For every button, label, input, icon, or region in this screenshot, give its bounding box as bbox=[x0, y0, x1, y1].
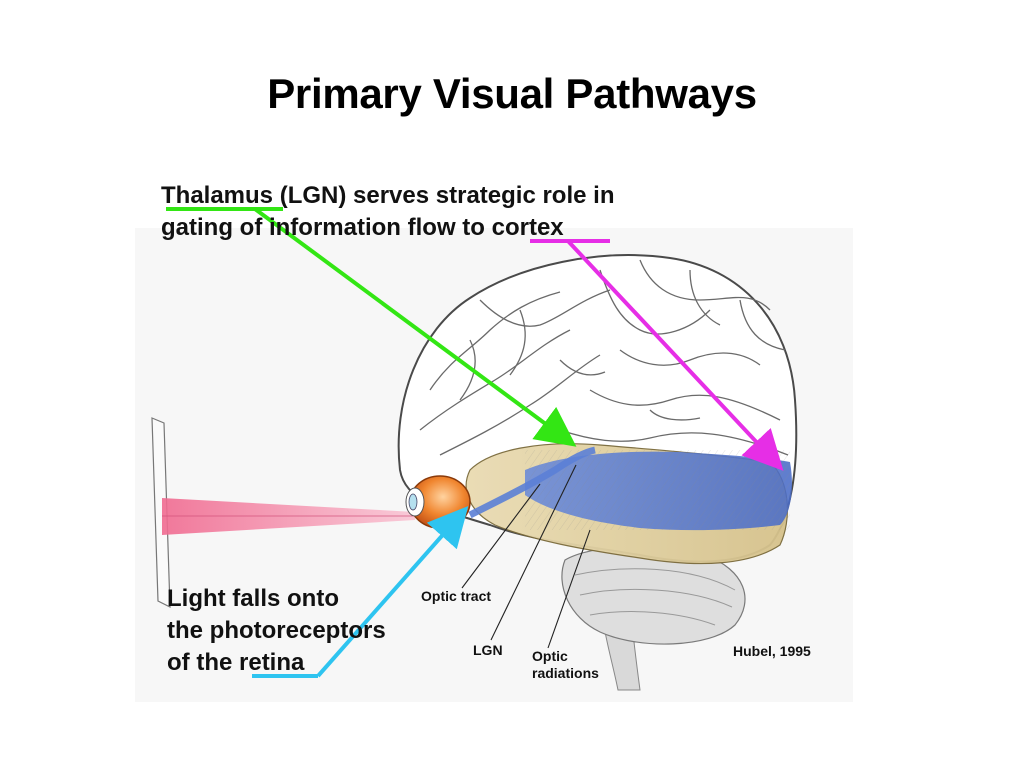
page-title: Primary Visual Pathways bbox=[267, 70, 757, 117]
credit-label: Hubel, 1995 bbox=[733, 643, 811, 659]
retina-callout: Light falls onto the photoreceptors of t… bbox=[167, 583, 427, 679]
thalamus-arrow bbox=[253, 207, 577, 447]
retina-callout-line-3: of the bbox=[167, 649, 239, 676]
gyri-texture bbox=[419, 259, 789, 456]
cortex-arrow bbox=[566, 239, 784, 471]
stimulus-screen bbox=[151, 417, 171, 608]
retina-callout-line-1: Light falls onto bbox=[167, 585, 339, 612]
retina-callout-line-2: the photoreceptors bbox=[167, 617, 386, 644]
leader-lines bbox=[461, 464, 591, 649]
lgn-label: LGN bbox=[473, 642, 503, 658]
thalamus-word: Thalamus bbox=[161, 182, 274, 209]
optic-pathway-curve bbox=[468, 446, 596, 519]
thalamus-callout-text-1: (LGN) serves strategic role in bbox=[273, 182, 615, 209]
retina-word: retina bbox=[239, 649, 305, 676]
optic-radiations-line-1: Optic bbox=[532, 648, 568, 664]
cortex-word: cortex bbox=[491, 214, 564, 241]
optic-radiations-line-2: radiations bbox=[532, 665, 599, 681]
optic-radiations-label: Optic radiations bbox=[532, 648, 622, 682]
optic-tract-label: Optic tract bbox=[421, 588, 492, 604]
thalamus-callout: Thalamus (LGN) serves strategic role in … bbox=[161, 180, 721, 244]
retina-arrow bbox=[316, 506, 469, 678]
thalamus-callout-text-2: gating of information flow to bbox=[161, 214, 492, 241]
